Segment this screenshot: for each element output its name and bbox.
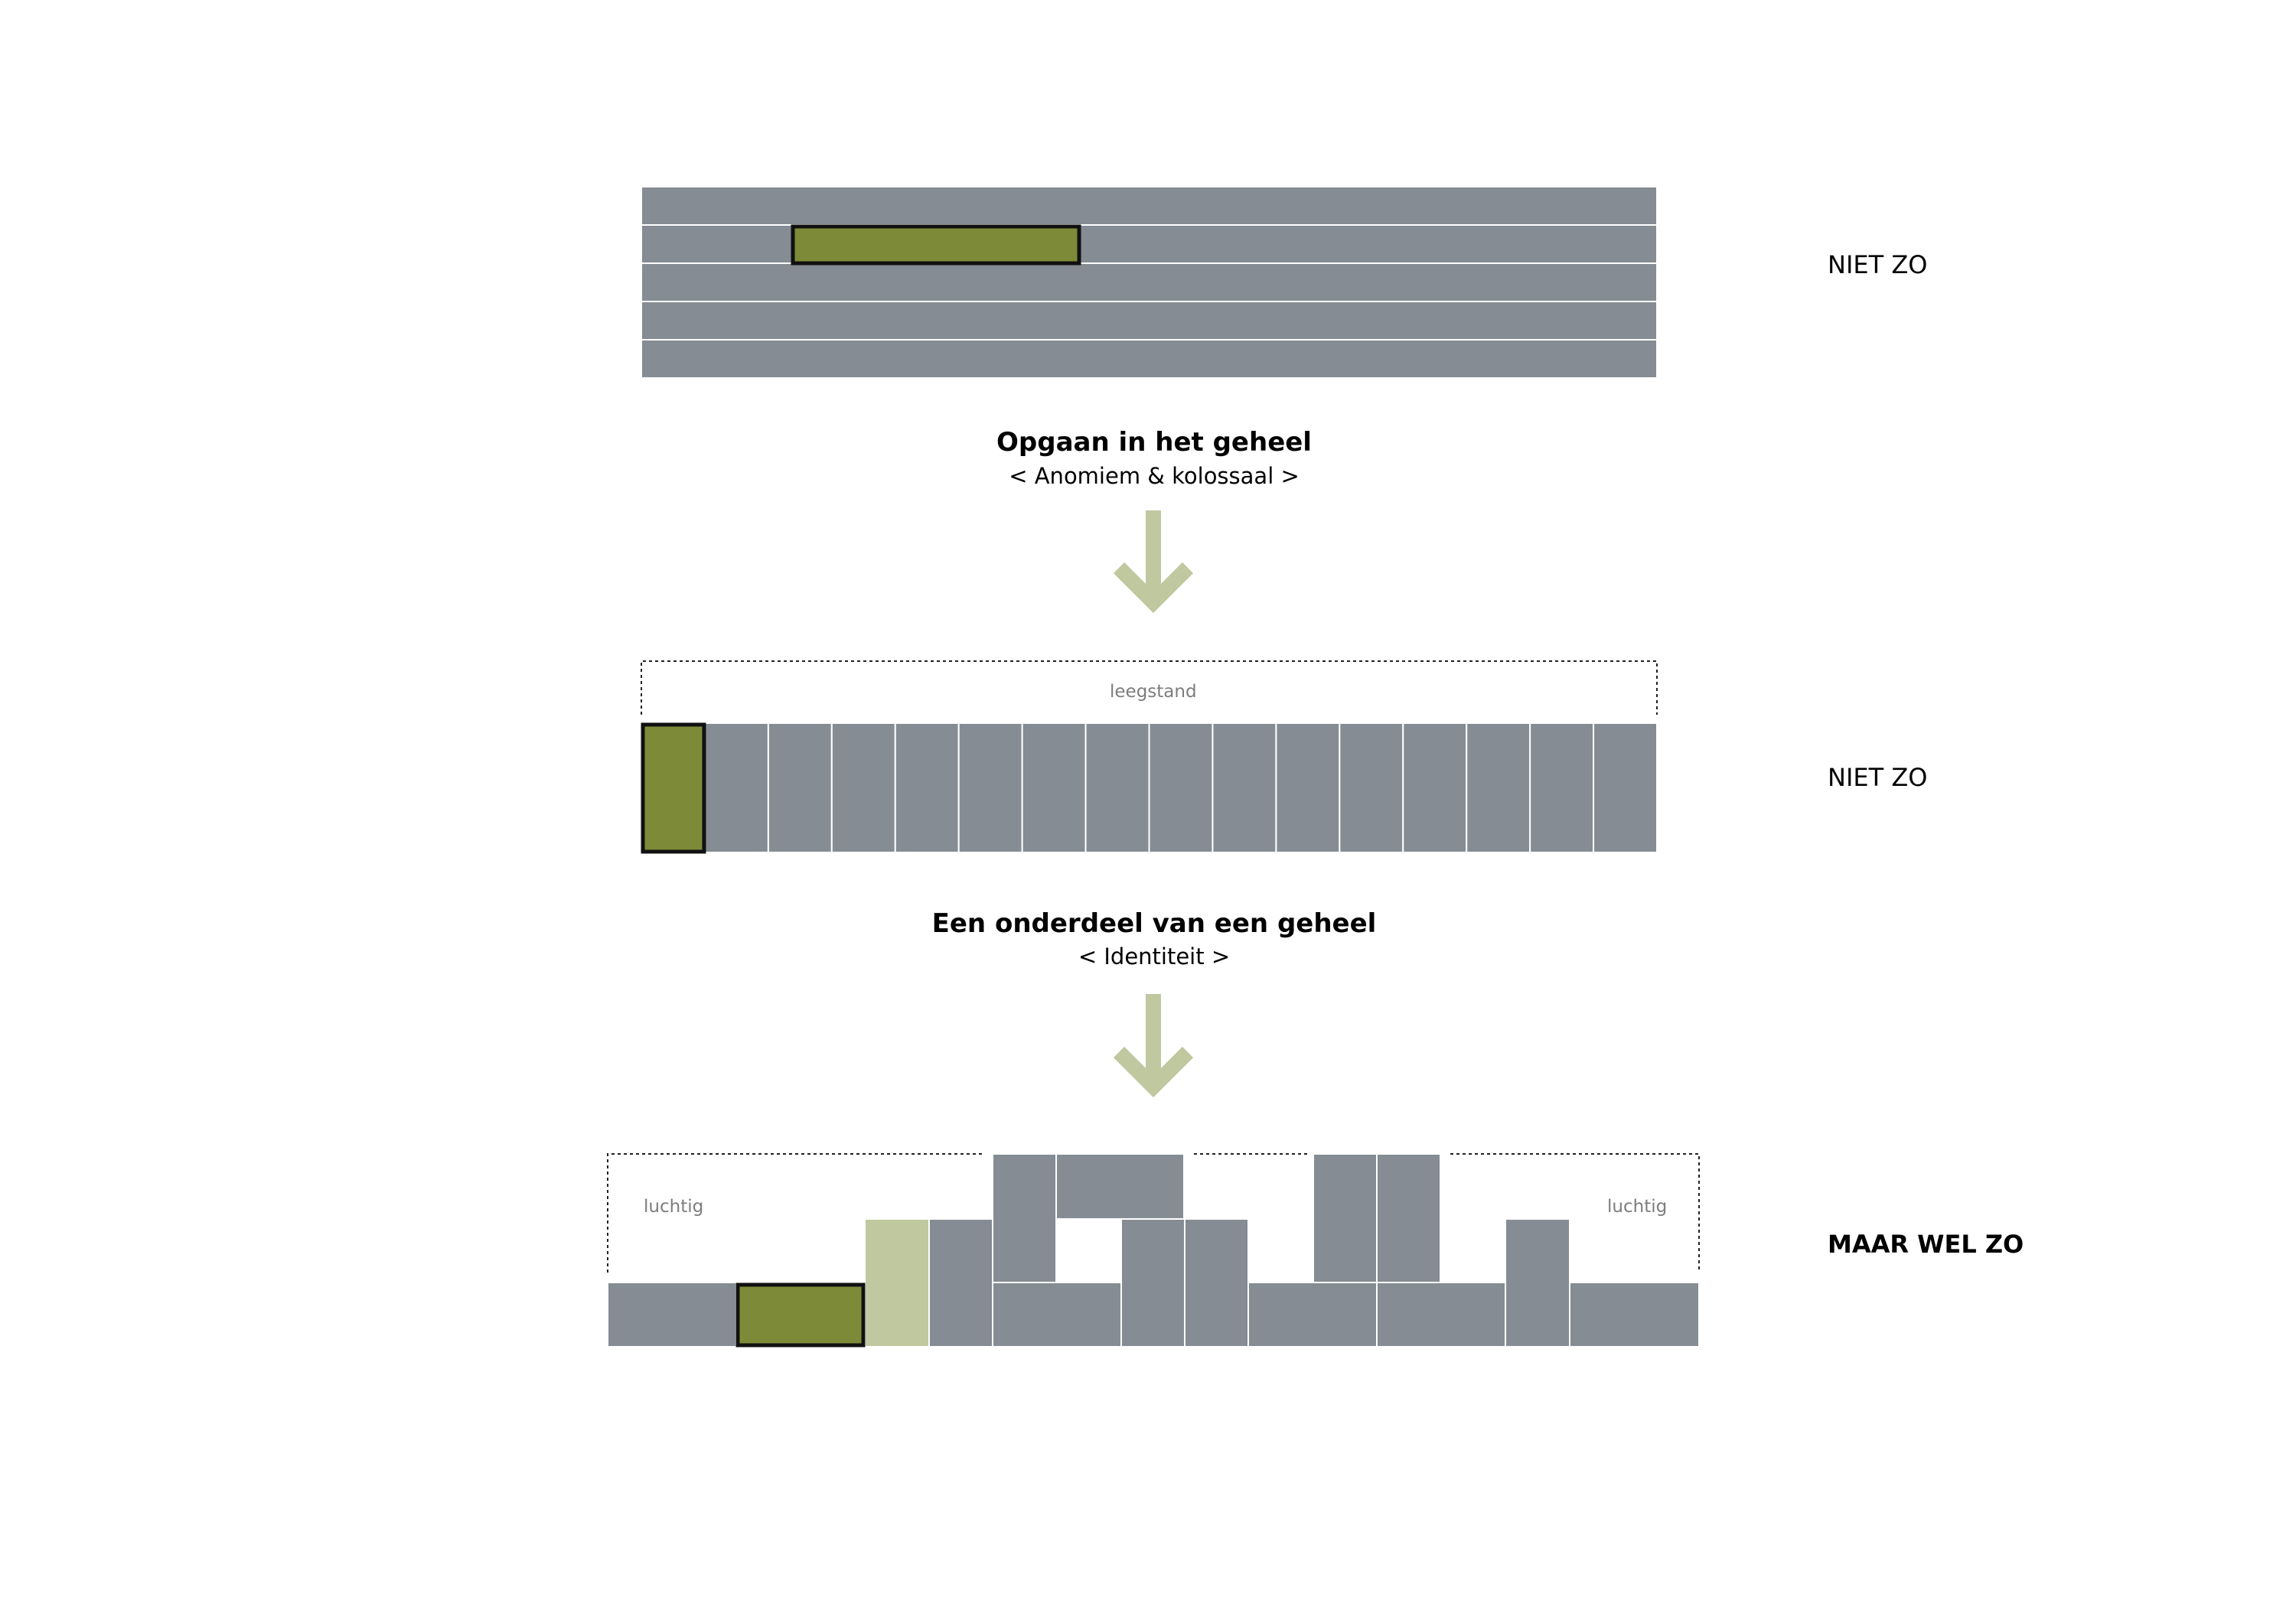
grey-unit (957, 722, 1023, 853)
grey-unit (1402, 722, 1468, 853)
down-arrow-icon (1113, 994, 1194, 1098)
grey-unit (1339, 722, 1404, 853)
grey-unit (1593, 722, 1658, 853)
vacancy-outline (641, 660, 1658, 715)
grey-block (1247, 1282, 1378, 1348)
grey-unit (830, 722, 896, 853)
transition-subtitle-2: < Identiteit > (1078, 943, 1231, 970)
grey-block (1313, 1153, 1378, 1283)
grey-block (607, 1282, 737, 1348)
note-leegstand: leegstand (1110, 682, 1197, 702)
grey-block (1376, 1282, 1506, 1348)
note-luchtig-left: luchtig (644, 1197, 704, 1217)
side-label-niet-zo-1: NIET ZO (1828, 250, 1928, 279)
grey-block (1376, 1153, 1441, 1283)
grey-unit (703, 722, 769, 853)
grey-unit (1212, 722, 1277, 853)
grey-unit (894, 722, 960, 853)
grey-slab (641, 339, 1658, 379)
grey-unit (767, 722, 833, 853)
highlight-unit (791, 224, 1081, 266)
grey-unit (1021, 722, 1087, 853)
grey-unit (1275, 722, 1341, 853)
stacked-slabs-block (641, 186, 1658, 379)
grey-block (1569, 1282, 1700, 1348)
grey-unit (1084, 722, 1150, 853)
grey-block (1120, 1218, 1186, 1348)
transition-subtitle-1: < Anomiem & kolossaal > (1009, 463, 1300, 489)
grey-block (992, 1282, 1122, 1348)
note-luchtig-right: luchtig (1607, 1197, 1668, 1217)
grey-unit (1148, 722, 1214, 853)
side-label-niet-zo-2: NIET ZO (1828, 763, 1928, 792)
grey-slab (641, 186, 1658, 226)
varied-composition-block (607, 1153, 1700, 1348)
transition-title-2: Een onderdeel van een geheel (931, 908, 1377, 939)
airy-outline (607, 1153, 1700, 1273)
highlight-unit (735, 1282, 866, 1348)
side-label-maar-wel-zo: MAAR WEL ZO (1828, 1230, 2024, 1259)
grey-block (1505, 1218, 1570, 1348)
transition-title-1: Opgaan in het geheel (996, 427, 1312, 458)
light-green-block (864, 1218, 930, 1348)
highlight-unit (641, 722, 706, 854)
grey-slab (641, 301, 1658, 341)
down-arrow-icon (1113, 510, 1194, 614)
grey-slab (641, 262, 1658, 302)
grey-block (1184, 1218, 1249, 1348)
unit-row-block (641, 722, 1658, 854)
grey-block (1055, 1153, 1185, 1220)
grey-unit (1466, 722, 1531, 853)
grey-block (992, 1153, 1057, 1283)
grey-unit (1529, 722, 1595, 853)
grey-block (928, 1218, 993, 1348)
